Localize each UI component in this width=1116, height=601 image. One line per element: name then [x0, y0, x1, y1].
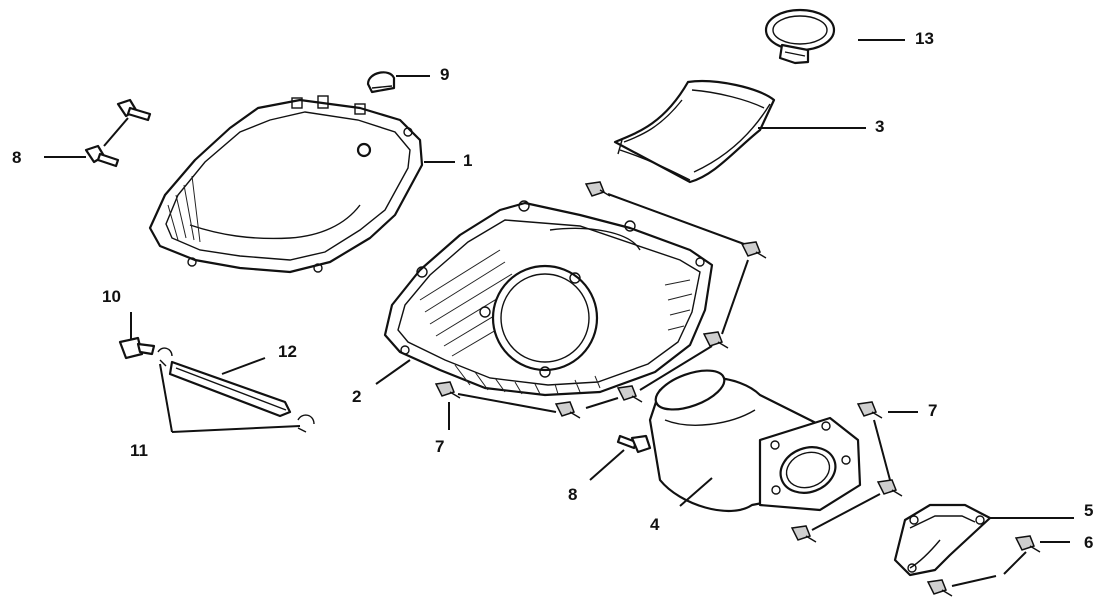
leader-6-down	[1003, 551, 1027, 575]
part-6-screws	[926, 535, 1041, 597]
screw-c	[702, 331, 729, 349]
callout-4: 4	[650, 515, 660, 534]
leader-7b-down	[873, 419, 891, 481]
leader-6-left	[951, 575, 997, 587]
callout-9: 9	[440, 65, 449, 84]
screw-f	[434, 381, 461, 399]
callout-7-left: 7	[435, 437, 444, 456]
screw-d	[616, 385, 643, 403]
leader-11-b	[171, 425, 301, 433]
callout-3: 3	[875, 117, 884, 136]
callout-1: 1	[463, 151, 472, 170]
part-8-bolt-lower	[616, 434, 652, 454]
callout-11: 11	[130, 441, 148, 460]
callout-labels: 13 9 3 1 8 10 12 2 7 11 8 4 7 5 6	[12, 29, 1093, 552]
part-7-screws	[434, 181, 903, 543]
leader-8b	[589, 449, 625, 481]
part-10-nipple	[118, 336, 156, 360]
part-5-guard	[893, 503, 992, 577]
leader-7-screws-left	[457, 393, 557, 413]
part-9-cap	[366, 71, 396, 94]
leader-4	[679, 477, 713, 507]
leader-11-a	[159, 363, 173, 433]
callout-12: 12	[278, 342, 297, 361]
part-1-airbox-cover	[148, 95, 424, 274]
callout-7-right: 7	[928, 401, 937, 420]
leader-7-screws-bottom	[585, 397, 619, 409]
callout-10: 10	[102, 287, 121, 306]
part-3-intake-boot	[613, 80, 776, 184]
callout-8-upper: 8	[12, 148, 21, 167]
leader-7b-diag	[811, 493, 881, 531]
screw-e	[554, 401, 581, 419]
callout-5: 5	[1084, 501, 1093, 520]
callout-13: 13	[915, 29, 934, 48]
callout-8-lower: 8	[568, 485, 577, 504]
screw-h	[876, 479, 903, 497]
part-13-clamp-ring	[764, 8, 836, 65]
leader-lines	[44, 39, 1074, 587]
leader-7-screws-right	[721, 259, 749, 335]
screw-g	[856, 401, 883, 419]
part-2-air-cleaner-housing	[383, 200, 714, 397]
leader-8a-d	[103, 117, 129, 147]
leader-7-screws-mid	[639, 345, 713, 391]
screw-a	[584, 181, 611, 197]
part-12-hose	[168, 360, 292, 418]
callout-6: 6	[1084, 533, 1093, 552]
part-4-intake-tube	[648, 369, 862, 513]
part-8-bolts-upper	[84, 98, 152, 168]
screw-b	[740, 241, 767, 259]
leader-2	[375, 359, 411, 385]
leader-12	[221, 357, 266, 375]
part-11-clips	[157, 347, 315, 433]
callout-2: 2	[352, 387, 361, 406]
screw-i	[790, 525, 817, 543]
leader-7-screws-top	[607, 193, 745, 245]
